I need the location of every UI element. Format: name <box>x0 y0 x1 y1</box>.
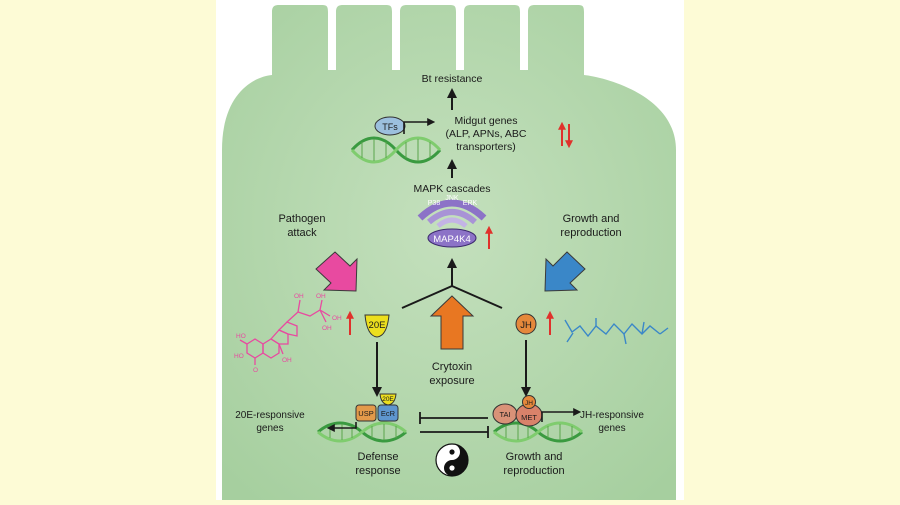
tfs-label: TFs <box>382 122 398 132</box>
svg-text:O: O <box>253 367 258 374</box>
ecdysone-structure <box>239 299 331 365</box>
defense-response-line2: response <box>355 465 400 477</box>
dna-helix-top <box>350 136 442 164</box>
hormone-20e-label: 20E <box>369 320 386 331</box>
midgut-genes-line1: Midgut genes <box>454 115 517 127</box>
mapk-jnk-label: JNK <box>445 195 459 202</box>
midgut-genes-line2: (ALP, APNs, ABC <box>446 128 527 140</box>
tfs-protein <box>374 116 406 136</box>
usp-protein <box>355 404 377 422</box>
growth-reproduction-bottom-line1: Growth and <box>506 451 563 463</box>
arrow-to-20e-genes <box>326 422 357 432</box>
e20-responsive-genes-line1: 20E-responsive <box>235 410 305 421</box>
svg-text:HO: HO <box>234 353 244 360</box>
juvenile-hormone-structure <box>564 318 669 345</box>
hormone-jh-shape <box>515 313 537 335</box>
growth-reproduction-top-line2: reproduction <box>560 227 621 239</box>
transcription-start-arrow <box>403 118 436 134</box>
mapk-p38-label: P38 <box>428 200 441 207</box>
pathogen-attack-line2: attack <box>287 227 317 239</box>
usp-label: USP <box>358 409 373 418</box>
jh-responsive-genes-line2: genes <box>598 423 625 434</box>
met-bound-jh <box>522 395 536 409</box>
pathogen-attack-line1: Pathogen <box>278 213 325 225</box>
crytoxin-exposure-line1: Crytoxin <box>432 361 472 373</box>
growth-reproduction-bottom-line2: reproduction <box>503 465 564 477</box>
growth-reproduction-top-line1: Growth and <box>563 213 620 225</box>
e20-responsive-genes-line2: genes <box>256 423 283 434</box>
map4k4-label: MAP4K4 <box>433 234 471 245</box>
ecr-label: EcR <box>381 409 396 418</box>
met-bound-jh-label: JH <box>525 400 533 407</box>
met-label: MET <box>521 413 537 422</box>
dna-helix-right <box>493 421 583 443</box>
mapk-cascades-label: MAPK cascades <box>413 183 490 195</box>
svg-text:OH: OH <box>282 357 292 364</box>
ecr-bound-20e-label: 20E <box>382 396 394 403</box>
hormone-jh-label: JH <box>520 320 532 331</box>
hormone-20e-shape <box>364 314 390 338</box>
svg-text:OH: OH <box>294 293 304 300</box>
jh-responsive-genes-line1: JH-responsive <box>580 410 644 421</box>
yin-yang-icon <box>435 443 469 477</box>
midgut-genes-line3: transporters) <box>456 141 516 153</box>
svg-text:OH: OH <box>322 325 332 332</box>
signal-branch-lines <box>401 258 503 309</box>
mapk-signal-arcs <box>417 199 487 228</box>
map4k4-kinase <box>427 228 477 248</box>
ecdysone-atom-labels: HO HO O OH OH OH OH OH <box>234 293 342 374</box>
ecr-bound-20e <box>379 393 397 406</box>
defense-response-line1: Defense <box>358 451 399 463</box>
pathogen-attack-arrow <box>315 251 358 292</box>
arrow-to-jh-genes <box>541 408 582 422</box>
svg-text:HO: HO <box>236 333 246 340</box>
svg-text:OH: OH <box>332 315 342 322</box>
mutual-inhibition-lines <box>419 412 489 438</box>
growth-reproduction-arrow <box>544 251 586 292</box>
bt-resistance-label: Bt resistance <box>422 73 483 85</box>
mapk-erk-label: ERK <box>463 200 478 207</box>
tai-label: TAI <box>499 410 510 419</box>
svg-text:OH: OH <box>316 293 326 300</box>
crytoxin-exposure-line2: exposure <box>429 375 474 387</box>
crytoxin-exposure-arrow <box>429 295 475 350</box>
up-down-regulation-icon <box>558 121 573 149</box>
